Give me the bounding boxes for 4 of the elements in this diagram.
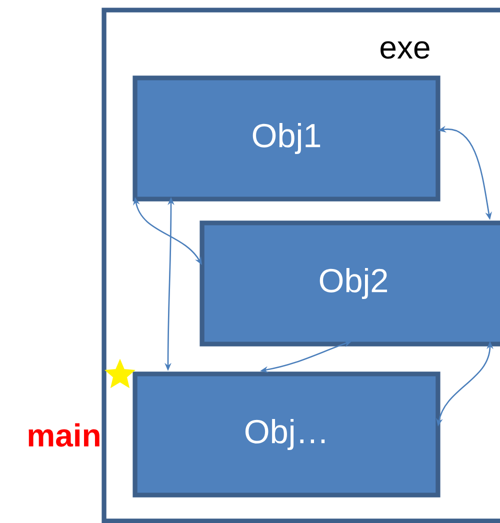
main-label: main — [28, 423, 100, 447]
object-box: Obj1 — [132, 76, 440, 202]
object-box: Obj… — [132, 372, 440, 498]
object-box: Obj2 — [200, 220, 500, 346]
